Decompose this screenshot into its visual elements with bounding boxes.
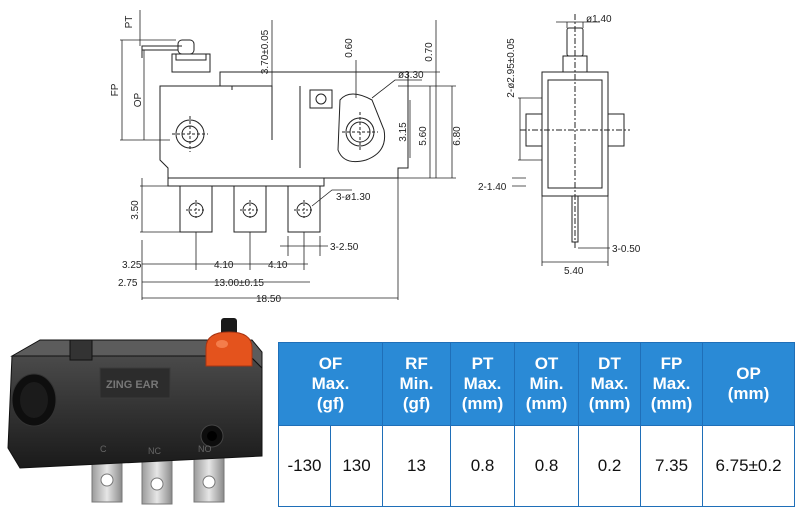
drawing-labels: PT FP OP 3.70±0.05 0.60 0.70 ø3.30 3.15 … bbox=[110, 14, 641, 305]
side-dimensions bbox=[512, 21, 610, 266]
dim-130: 3-ø1.30 bbox=[336, 192, 371, 203]
value-op: 6.75±0.2 bbox=[702, 425, 796, 507]
dim-680: 6.80 bbox=[452, 126, 463, 146]
spec-value-row: -130 130 13 0.8 0.8 0.2 7.35 6.75±0.2 bbox=[278, 425, 796, 507]
dim-060: 0.60 bbox=[344, 38, 355, 58]
front-view bbox=[141, 39, 409, 233]
dim-325: 3.25 bbox=[122, 260, 142, 271]
value-dt: 0.2 bbox=[578, 425, 642, 507]
value-of-min: -130 bbox=[278, 425, 331, 507]
dim-250: 3-2.50 bbox=[330, 242, 359, 253]
dim-330: ø3.30 bbox=[398, 70, 424, 81]
dim-275: 2.75 bbox=[118, 278, 138, 289]
pin-label-c: C bbox=[100, 444, 107, 454]
dim-140: ø1.40 bbox=[586, 14, 612, 25]
dim-560: 5.60 bbox=[418, 126, 429, 146]
value-of-max: 130 bbox=[329, 425, 384, 507]
product-photo: ZING EAR C NC NO bbox=[7, 318, 263, 505]
photo-body: ZING EAR bbox=[7, 339, 263, 469]
pin-label-no: NO bbox=[198, 444, 212, 454]
dim-410b: 4.10 bbox=[268, 260, 288, 271]
dim-350: 3.50 bbox=[130, 200, 141, 220]
side-view bbox=[520, 14, 630, 250]
dim-pt: PT bbox=[124, 16, 135, 29]
dim-2140: 2-1.40 bbox=[478, 182, 507, 193]
dim-410a: 4.10 bbox=[214, 260, 234, 271]
dim-295: 2-ø2.95±0.05 bbox=[506, 38, 517, 98]
dim-540: 5.40 bbox=[564, 266, 584, 277]
dim-050: 3-0.50 bbox=[612, 244, 641, 255]
photo-actuator bbox=[205, 318, 253, 367]
header-op: OP(mm) bbox=[702, 342, 796, 426]
photo-pin-labels: C NC NO bbox=[100, 444, 212, 456]
dim-1300: 13.00±0.15 bbox=[214, 278, 264, 289]
dim-1850: 18.50 bbox=[256, 294, 281, 305]
dim-370: 3.70±0.05 bbox=[260, 29, 271, 74]
dim-fp: FP bbox=[110, 83, 121, 96]
dim-315: 3.15 bbox=[398, 122, 409, 142]
front-dimensions bbox=[120, 10, 456, 300]
value-ot: 0.8 bbox=[514, 425, 580, 507]
value-rf: 13 bbox=[382, 425, 452, 507]
dim-op: OP bbox=[133, 92, 144, 107]
photo-brand-text: ZING EAR bbox=[106, 379, 159, 391]
pin-label-nc: NC bbox=[148, 446, 161, 456]
value-pt: 0.8 bbox=[450, 425, 516, 507]
dim-070: 0.70 bbox=[424, 42, 435, 62]
technical-drawing: PT FP OP 3.70±0.05 0.60 0.70 ø3.30 3.15 … bbox=[110, 10, 641, 305]
value-fp: 7.35 bbox=[640, 425, 704, 507]
